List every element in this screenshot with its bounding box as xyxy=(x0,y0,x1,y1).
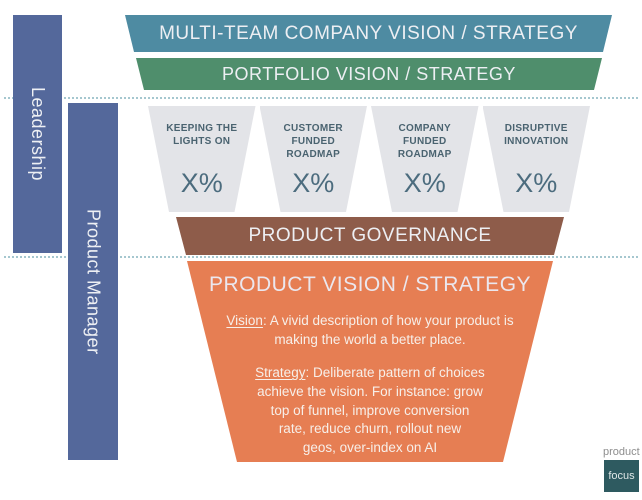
strategy-line-2: achieve the vision. For instance: grow xyxy=(257,383,483,399)
product-manager-role-label: Product Manager xyxy=(83,208,104,355)
logo-word-product: product xyxy=(603,446,640,458)
leadership-role-label: Leadership xyxy=(28,86,48,182)
logo-word-focus: focus xyxy=(608,470,635,482)
vision-definition-text: Vision: A vivid description of how your … xyxy=(200,312,540,349)
product-manager-boundary-line xyxy=(4,256,638,258)
product-vision-title: PRODUCT VISION / STRATEGY xyxy=(208,273,532,296)
strategy-line-5: geos, over-index on AI xyxy=(302,439,438,455)
logo-box-focus: focus xyxy=(604,460,639,492)
multi-team-vision-label: MULTI-TEAM COMPANY VISION / STRATEGY xyxy=(159,22,578,44)
allocation-keeping-the-lights-on: KEEPING THE LIGHTS ON X% xyxy=(148,106,256,212)
strategy-line-4: rate, reduce churn, rollout new xyxy=(278,421,462,437)
portfolio-vision-label: PORTFOLIO VISION / STRATEGY xyxy=(222,63,516,84)
strategy-line-1: Strategy: Deliberate pattern of choices xyxy=(255,365,485,381)
allocation-percentage: X% xyxy=(515,168,558,198)
allocation-row: KEEPING THE LIGHTS ON X% CUSTOMER FUNDED… xyxy=(148,106,590,212)
vision-line-2: making the world a better place. xyxy=(274,331,466,347)
leadership-role-bar: Leadership xyxy=(13,15,62,253)
product-governance-label: PRODUCT GOVERNANCE xyxy=(248,225,492,246)
strategy-definition-text: Strategy: Deliberate pattern of choices … xyxy=(230,364,510,457)
funnel-level-product-vision: PRODUCT VISION / STRATEGY Vision: A vivi… xyxy=(187,261,553,462)
product-manager-role-bar: Product Manager xyxy=(68,103,118,460)
funnel-level-portfolio-vision: PORTFOLIO VISION / STRATEGY xyxy=(136,58,602,90)
leadership-boundary-line xyxy=(4,97,638,99)
strategy-term: Strategy xyxy=(255,365,306,381)
allocation-company-funded-roadmap: COMPANY FUNDED ROADMAP X% xyxy=(371,106,479,212)
allocation-disruptive-innovation: DISRUPTIVE INNOVATION X% xyxy=(483,106,591,212)
product-focus-logo: product focus xyxy=(603,446,640,492)
allocation-percentage: X% xyxy=(180,168,223,198)
allocation-percentage: X% xyxy=(403,168,446,198)
allocation-label: COMPANY FUNDED ROADMAP xyxy=(397,123,452,160)
vision-term: Vision xyxy=(226,313,263,328)
vision-line-1: Vision: A vivid description of how your … xyxy=(226,313,514,328)
strategy-line-3: top of funnel, improve conversion xyxy=(270,402,470,418)
funnel-level-multi-team-vision: MULTI-TEAM COMPANY VISION / STRATEGY xyxy=(125,15,612,52)
funnel-level-product-governance: PRODUCT GOVERNANCE xyxy=(176,217,564,255)
allocation-percentage: X% xyxy=(292,168,335,198)
allocation-label: CUSTOMER FUNDED ROADMAP xyxy=(283,123,343,160)
allocation-label: KEEPING THE LIGHTS ON xyxy=(166,123,238,147)
allocation-customer-funded-roadmap: CUSTOMER FUNDED ROADMAP X% xyxy=(260,106,368,212)
allocation-label: DISRUPTIVE INNOVATION xyxy=(504,123,569,147)
